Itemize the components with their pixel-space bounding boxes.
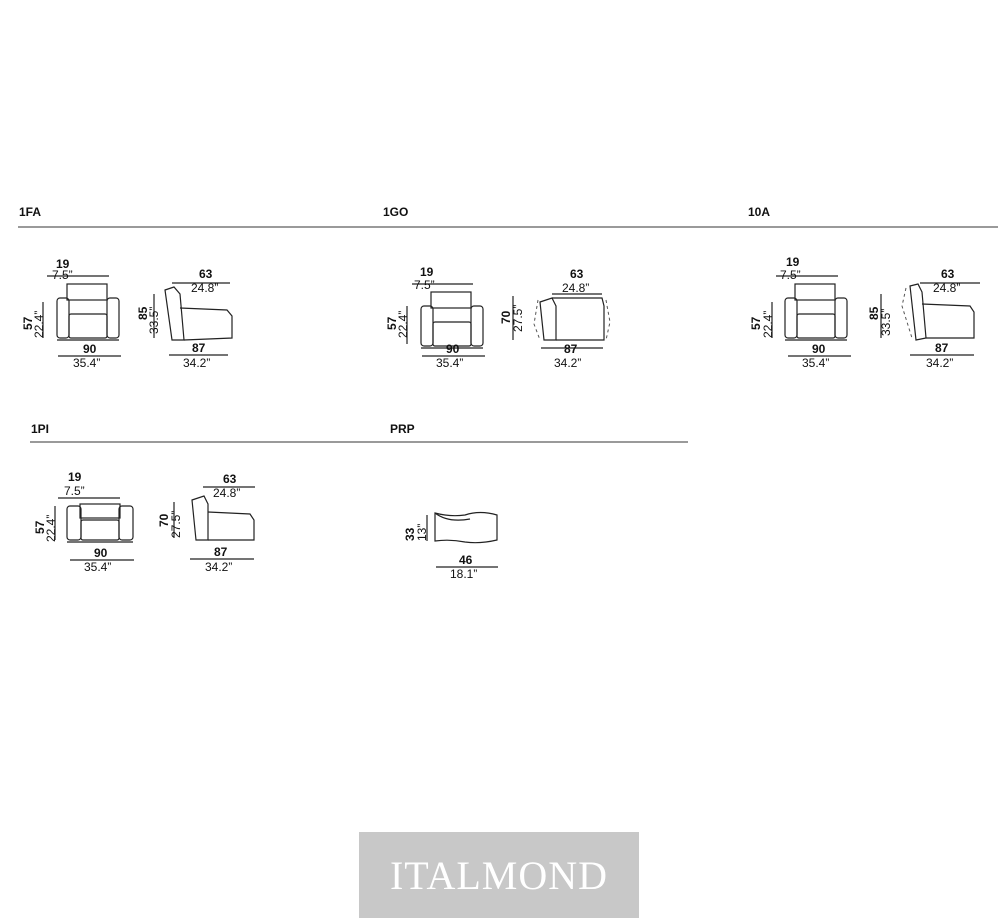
dim-side-height-in: 27.5” (169, 510, 183, 538)
model-10a-drawings: 19 7.5” 57 22.4” 90 35.4” 63 24.8” 85 33… (748, 256, 999, 406)
dim-side-width-in: 34.2” (554, 356, 582, 370)
armchair-side-drawing (512, 293, 611, 349)
dim-side-height-in: 33.5” (147, 306, 161, 334)
model-1pi-drawings: 19 7.5” 57 22.4” 90 35.4” 63 24.8” 70 27… (32, 470, 292, 620)
section-rule-bottom (30, 441, 688, 443)
armchair-side-drawing (173, 486, 255, 560)
dim-width-cm: 90 (446, 342, 460, 356)
dim-top-cm: 63 (570, 267, 584, 281)
dim-side-height-in: 27.5” (511, 304, 525, 332)
dim-side-width-cm: 87 (214, 545, 228, 559)
dim-width-in: 35.4” (84, 560, 112, 574)
cushion-drawing (426, 511, 498, 568)
dim-depth-cm: 19 (786, 255, 800, 269)
dim-depth-cm: 19 (56, 257, 70, 271)
section-title-prp: PRP (390, 422, 415, 436)
dim-width-cm: 90 (94, 546, 108, 560)
dim-side-width-cm: 87 (935, 341, 949, 355)
dim-depth-cm: 19 (420, 265, 434, 279)
dim-depth-in: 7.5” (64, 484, 85, 498)
section-title-10a: 10A (748, 205, 771, 219)
dim-cushion-width-cm: 46 (459, 553, 473, 567)
dim-side-width-in: 34.2” (205, 560, 233, 574)
dim-side-width-cm: 87 (192, 341, 206, 355)
dim-depth-cm: 19 (68, 470, 82, 484)
dim-top-in: 24.8” (562, 281, 590, 295)
armchair-side-drawing (880, 282, 980, 356)
dim-depth-in: 7.5” (52, 268, 73, 282)
dim-width-in: 35.4” (802, 356, 830, 370)
dim-cushion-height-in: 13” (415, 523, 429, 541)
dim-width-cm: 90 (812, 342, 826, 356)
armchair-side-drawing (153, 282, 233, 356)
armchair-front-drawing (771, 275, 851, 357)
dim-top-cm: 63 (941, 267, 955, 281)
dim-depth-in: 7.5” (414, 278, 435, 292)
dim-width-cm: 90 (83, 342, 97, 356)
dim-top-cm: 63 (199, 267, 213, 281)
dim-depth-in: 7.5” (780, 268, 801, 282)
section-title-1pi: 1PI (31, 422, 50, 436)
dim-side-width-in: 34.2” (183, 356, 211, 370)
armchair-front-drawing (42, 275, 121, 357)
dim-side-width-in: 34.2” (926, 356, 954, 370)
model-1go-drawings: 19 7.5” 57 22.4” 90 35.4” 63 24.8” 70 27… (384, 264, 644, 414)
model-1fa-drawings: 19 7.5” 57 22.4” 90 35.4” 63 24.8” 85 33… (20, 256, 280, 406)
armchair-front-drawing (406, 283, 485, 357)
dim-width-in: 35.4” (73, 356, 101, 370)
dim-side-width-cm: 87 (564, 342, 578, 356)
dim-width-in: 35.4” (436, 356, 464, 370)
brand-logo: ITALMOND (359, 832, 639, 918)
armchair-front-drawing (54, 497, 134, 561)
dim-top-in: 24.8” (213, 486, 241, 500)
section-rule-top (18, 226, 998, 228)
brand-logo-text: ITALMOND (389, 852, 609, 898)
dim-cushion-width-in: 18.1” (450, 567, 478, 581)
model-prp-drawing: 33 13” 46 18.1” (400, 505, 660, 655)
dim-top-in: 24.8” (933, 281, 961, 295)
dim-top-in: 24.8” (191, 281, 219, 295)
section-title-1go: 1GO (383, 205, 409, 219)
section-title-1fa: 1FA (19, 205, 42, 219)
dim-top-cm: 63 (223, 472, 237, 486)
dim-side-height-in: 33.5” (879, 308, 893, 336)
